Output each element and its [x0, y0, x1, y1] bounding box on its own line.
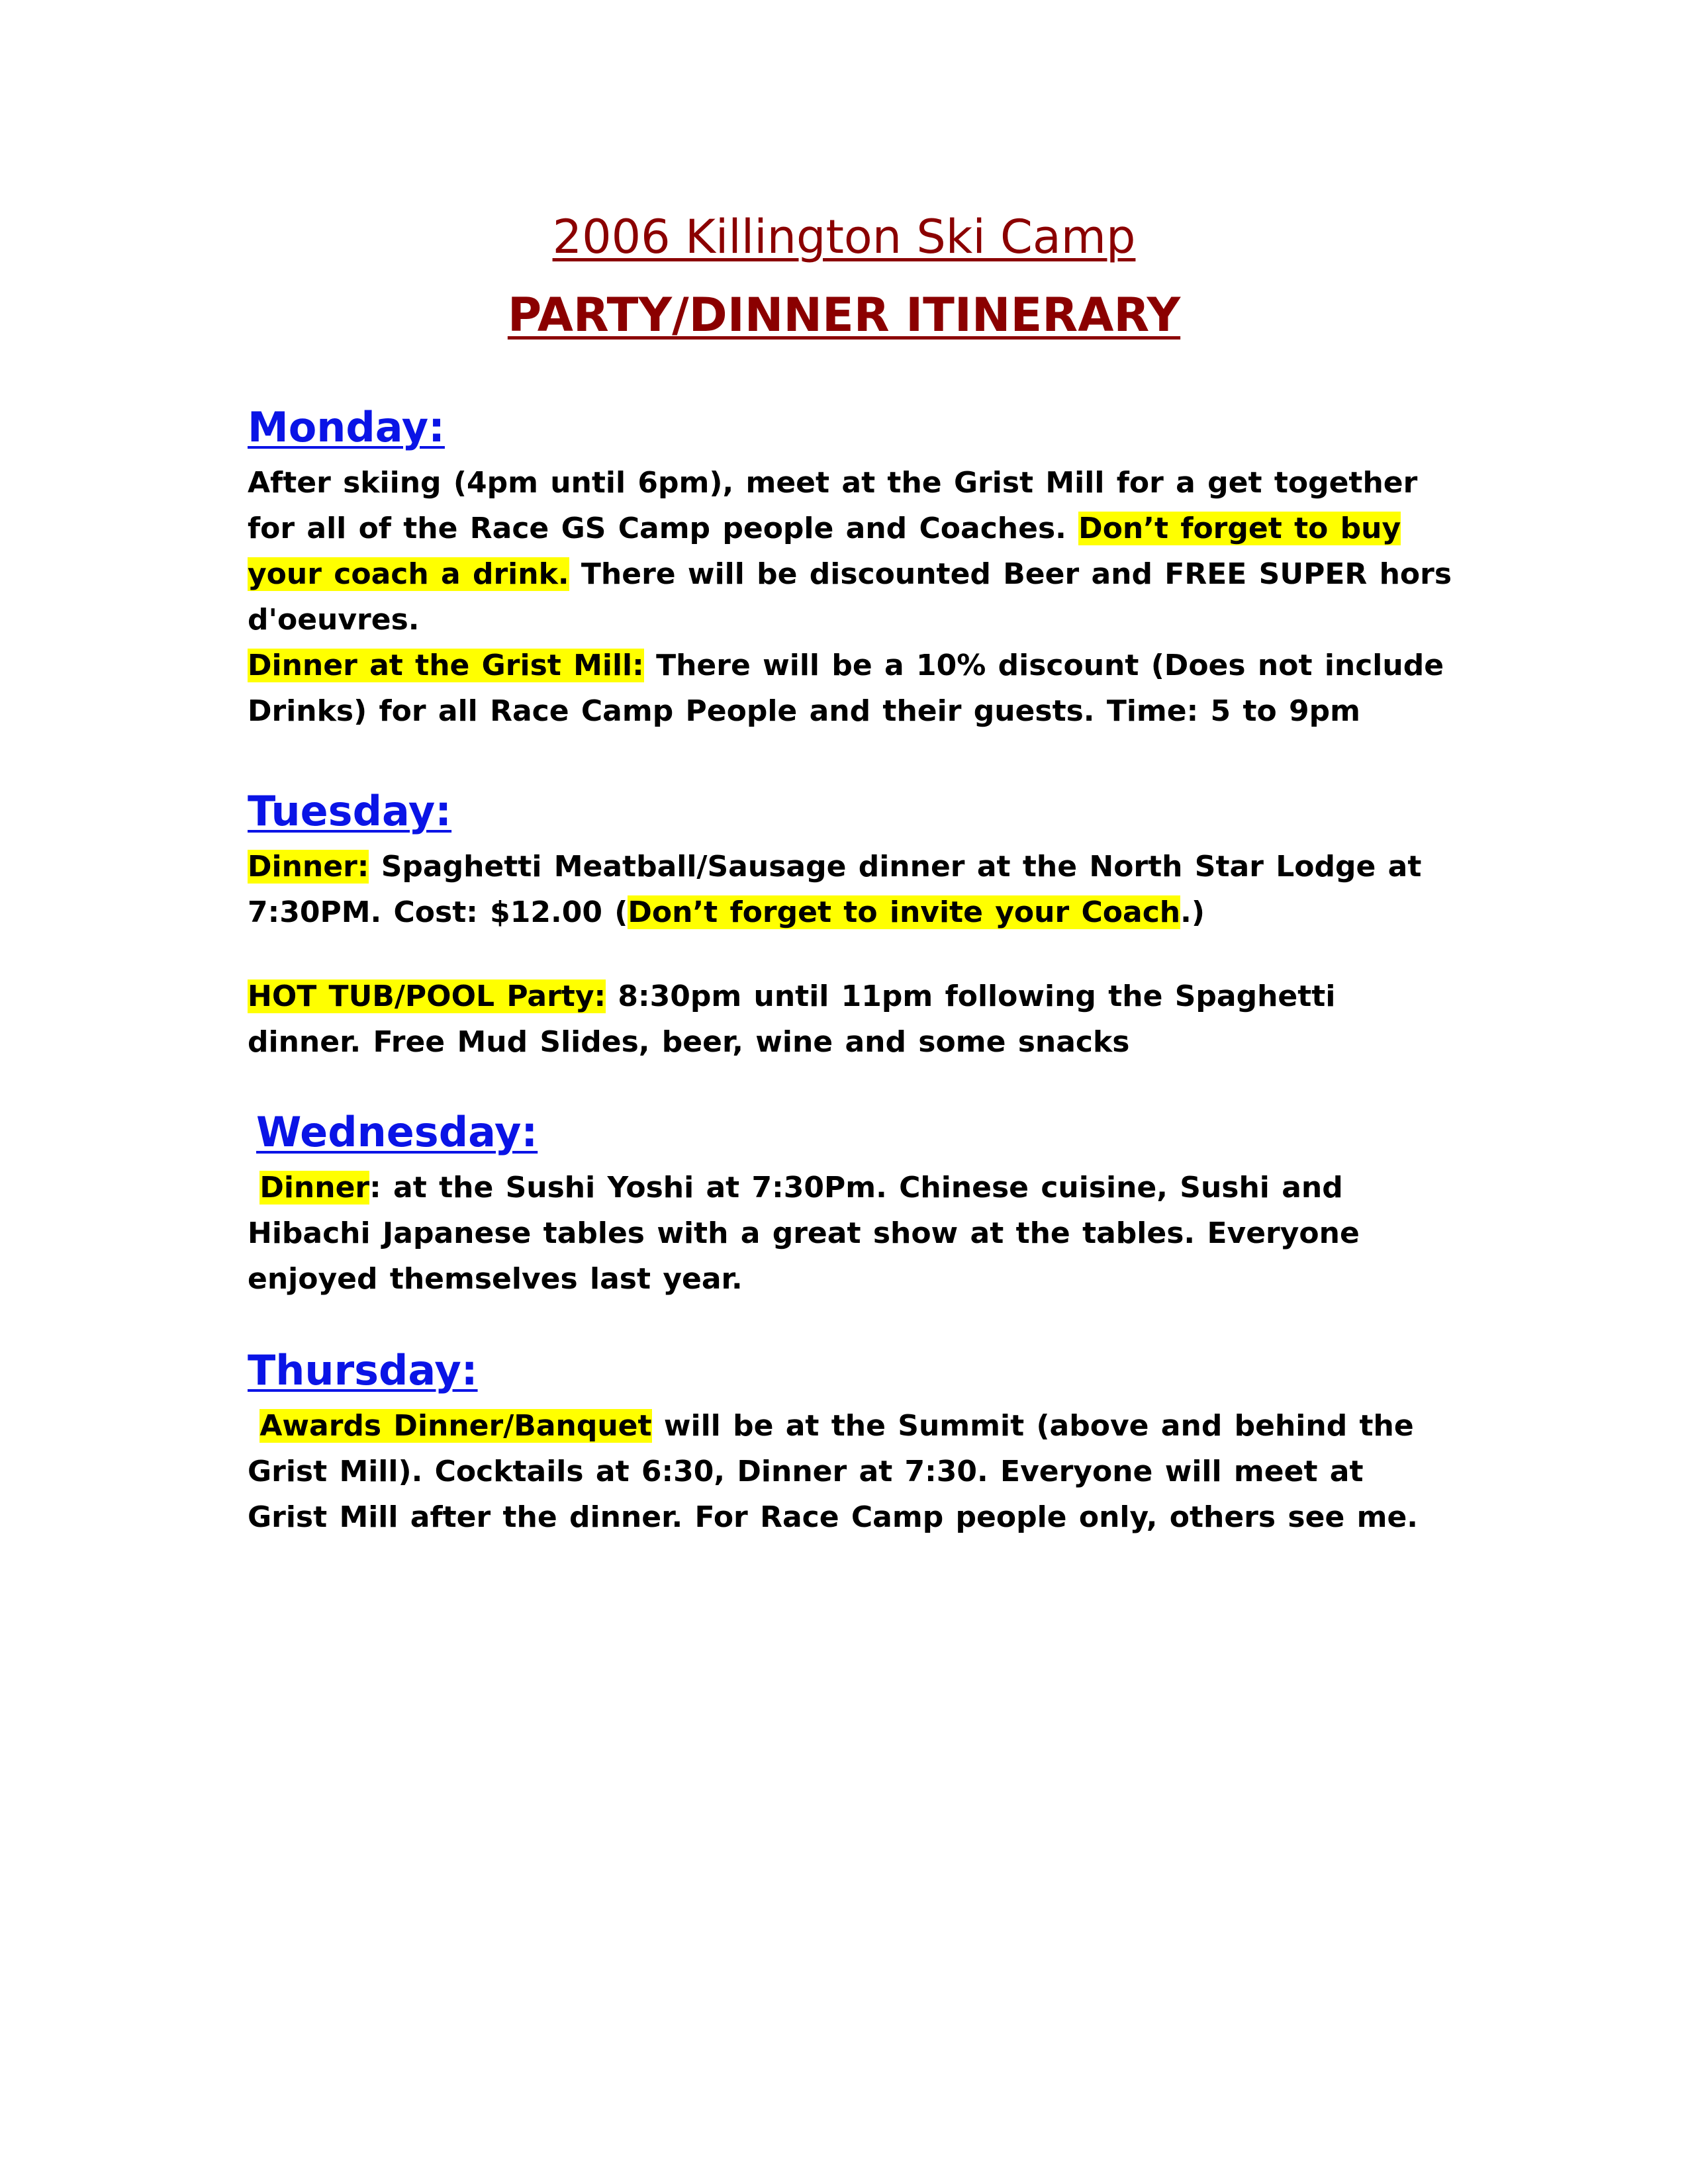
tuesday-p1-line-2-text-a: 7:30PM. Cost: $12.00 ( [248, 895, 628, 929]
monday-paragraph-1: After skiing (4pm until 6pm), meet at th… [248, 460, 1452, 643]
monday-p1-highlight-b: your coach a drink. [248, 557, 569, 591]
tuesday-p1-highlight-a: Dinner: [248, 850, 369, 884]
tuesday-p1-line-2-text-b: .) [1180, 895, 1205, 929]
tuesday-p1-line-1: Dinner: Spaghetti Meatball/Sausage dinne… [248, 844, 1439, 889]
wednesday-p1-line-1: Dinner: at the Sushi Yoshi at 7:30Pm. Ch… [248, 1165, 1439, 1210]
monday-p1-line-3-text: There will be discounted Beer and FREE S… [569, 557, 1452, 591]
thursday-paragraph-1: Awards Dinner/Banquet will be at the Sum… [248, 1403, 1439, 1540]
wednesday-paragraph-1: Dinner: at the Sushi Yoshi at 7:30Pm. Ch… [248, 1165, 1439, 1302]
title-line-2: PARTY/DINNER ITINERARY [507, 288, 1181, 342]
tuesday-p2-line-1-text: 8:30pm until 11pm following the Spaghett… [606, 979, 1336, 1013]
wednesday-p1-line-3: enjoyed themselves last year. [248, 1262, 743, 1296]
monday-p1-line-3: your coach a drink. There will be discou… [248, 551, 1452, 597]
thursday-p1-line-1-text: will be at the Summit (above and behind … [651, 1409, 1414, 1443]
title-line-1: 2006 Killington Ski Camp [552, 210, 1136, 264]
monday-p1-line-2-text: for all of the Race GS Camp people and C… [248, 512, 1079, 545]
monday-p1-line-1: After skiing (4pm until 6pm), meet at th… [248, 466, 1418, 500]
tuesday-paragraph-1: Dinner: Spaghetti Meatball/Sausage dinne… [248, 844, 1439, 935]
heading-tuesday: Tuesday: [248, 787, 452, 835]
heading-wednesday: Wednesday: [256, 1108, 538, 1156]
heading-thursday: Thursday: [248, 1346, 478, 1394]
monday-paragraph-2: Dinner at the Grist Mill: There will be … [248, 643, 1444, 734]
wednesday-p1-line-2: Hibachi Japanese tables with a great sho… [248, 1216, 1360, 1250]
tuesday-p2-line-1: HOT TUB/POOL Party: 8:30pm until 11pm fo… [248, 974, 1439, 1019]
tuesday-p1-line-1-text: Spaghetti Meatball/Sausage dinner at the… [369, 850, 1422, 884]
monday-p1-highlight-a: Don’t forget to buy [1078, 512, 1401, 545]
monday-p1-line-2: for all of the Race GS Camp people and C… [248, 506, 1439, 551]
thursday-p1-highlight: Awards Dinner/Banquet [259, 1409, 652, 1443]
heading-monday: Monday: [248, 403, 445, 451]
tuesday-p2-highlight: HOT TUB/POOL Party: [248, 979, 606, 1013]
monday-p2-line-2: Drinks) for all Race Camp People and the… [248, 694, 1360, 728]
tuesday-p1-line-2: 7:30PM. Cost: $12.00 (Don’t forget to in… [248, 889, 1439, 935]
monday-p2-line-1: Dinner at the Grist Mill: There will be … [248, 643, 1444, 688]
monday-p2-highlight: Dinner at the Grist Mill: [248, 649, 644, 682]
thursday-p1-line-1: Awards Dinner/Banquet will be at the Sum… [248, 1403, 1439, 1449]
wednesday-p1-line-1-text: : at the Sushi Yoshi at 7:30Pm. Chinese … [369, 1171, 1343, 1205]
thursday-p1-line-3: Grist Mill after the dinner. For Race Ca… [248, 1500, 1419, 1534]
tuesday-paragraph-2: HOT TUB/POOL Party: 8:30pm until 11pm fo… [248, 974, 1439, 1065]
tuesday-p1-highlight-b: Don’t forget to invite your Coach [628, 895, 1181, 929]
tuesday-p2-line-2: dinner. Free Mud Slides, beer, wine and … [248, 1025, 1130, 1059]
thursday-p1-line-2: Grist Mill). Cocktails at 6:30, Dinner a… [248, 1455, 1364, 1488]
monday-p1-line-4: d'oeuvres. [248, 603, 420, 637]
wednesday-p1-highlight: Dinner [259, 1171, 370, 1205]
monday-p2-line-1-text: There will be a 10% discount (Does not i… [643, 649, 1444, 682]
